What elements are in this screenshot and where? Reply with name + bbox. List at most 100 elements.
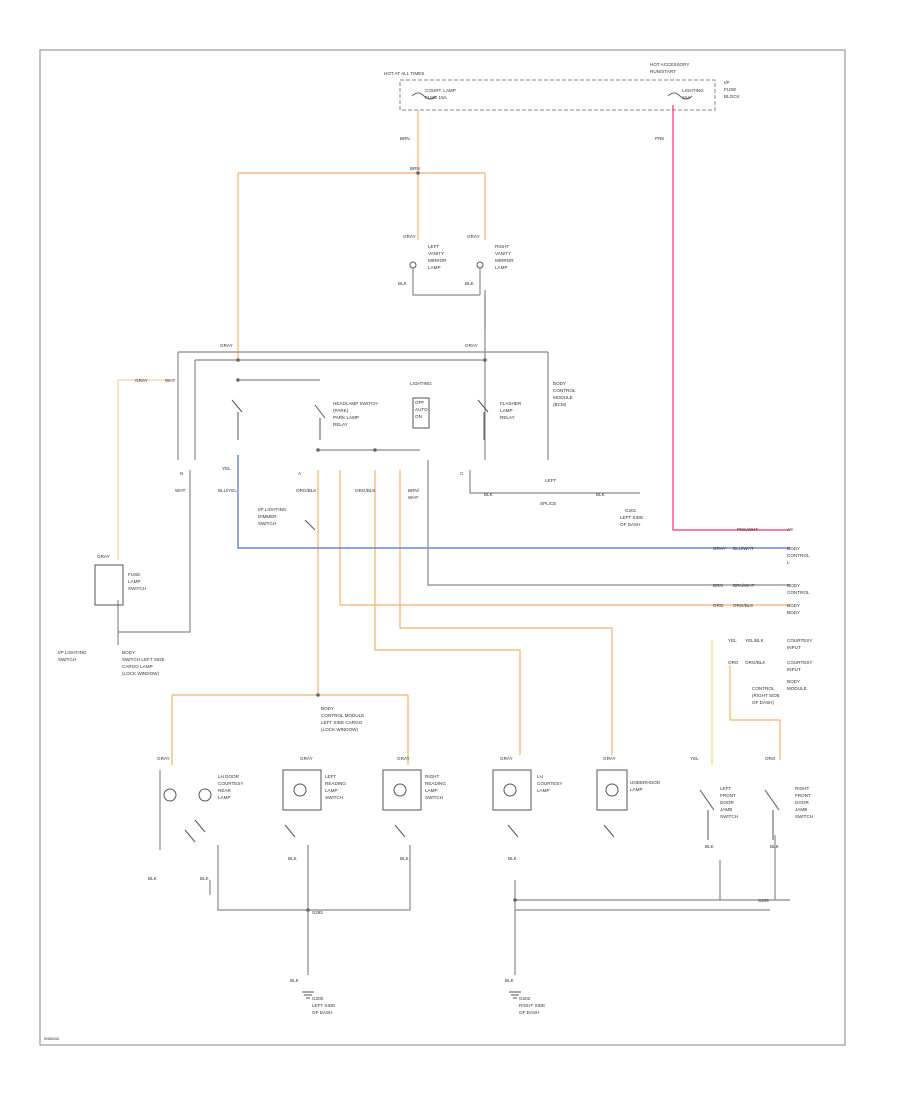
- svg-text:WHT: WHT: [165, 378, 176, 383]
- svg-text:SWITCH: SWITCH: [425, 795, 443, 800]
- svg-text:BODY: BODY: [553, 381, 566, 386]
- svg-text:HEADLAMP SWITCH: HEADLAMP SWITCH: [333, 401, 378, 406]
- svg-text:BODY: BODY: [787, 603, 800, 608]
- svg-text:10A: 10A: [682, 95, 691, 100]
- svg-text:LAMP: LAMP: [325, 788, 338, 793]
- svg-text:LAMP: LAMP: [537, 788, 550, 793]
- svg-text:CONTROL: CONTROL: [787, 590, 810, 595]
- svg-text:LEFT: LEFT: [325, 774, 336, 779]
- svg-text:YEL: YEL: [728, 638, 737, 643]
- svg-text:LAMP: LAMP: [428, 265, 441, 270]
- svg-text:A9: A9: [787, 527, 793, 532]
- svg-text:PNK/WHT: PNK/WHT: [737, 527, 758, 532]
- svg-text:FRONT: FRONT: [795, 793, 811, 798]
- svg-text:RIGHT SIDE: RIGHT SIDE: [519, 1003, 545, 1008]
- svg-text:GRAY: GRAY: [157, 756, 170, 761]
- svg-text:MODULE: MODULE: [787, 686, 807, 691]
- svg-text:RUN/START: RUN/START: [650, 69, 676, 74]
- svg-text:SWITCH: SWITCH: [258, 521, 276, 526]
- svg-text:RIGHT: RIGHT: [795, 786, 809, 791]
- svg-text:JAMB: JAMB: [720, 807, 732, 812]
- vanity-lamp-right: GRAY RIGHT VANITY MIRROR LAMP BLK: [465, 234, 514, 286]
- svg-text:VANITY: VANITY: [495, 251, 511, 256]
- svg-text:AUTO: AUTO: [415, 407, 428, 412]
- svg-text:BLK: BLK: [596, 492, 606, 497]
- svg-text:GRAY: GRAY: [300, 756, 313, 761]
- svg-text:RIGHT: RIGHT: [495, 244, 509, 249]
- svg-text:COURT. LAMP: COURT. LAMP: [425, 88, 456, 93]
- svg-text:YEL: YEL: [690, 756, 699, 761]
- svg-text:LAMP: LAMP: [128, 579, 141, 584]
- dimmer-switch: I/P LIGHTING DIMMER SWITCH: [258, 507, 316, 531]
- svg-text:LEFT SIDE CARGO: LEFT SIDE CARGO: [321, 720, 363, 725]
- svg-text:ORG: ORG: [765, 756, 776, 761]
- svg-text:REAR: REAR: [218, 788, 231, 793]
- svg-text:LAMP: LAMP: [500, 408, 513, 413]
- svg-text:VANITY: VANITY: [428, 251, 444, 256]
- svg-text:(PARK): (PARK): [333, 408, 349, 413]
- svg-text:SWITCH: SWITCH: [128, 586, 146, 591]
- svg-text:A: A: [298, 471, 302, 476]
- svg-text:INPUT: INPUT: [787, 645, 801, 650]
- svg-text:OF DASH: OF DASH: [620, 522, 640, 527]
- svg-text:JAMB: JAMB: [795, 807, 807, 812]
- svg-text:MIRROR: MIRROR: [495, 258, 514, 263]
- svg-text:I/P LIGHTING: I/P LIGHTING: [258, 507, 287, 512]
- lighting-relay: LIGHTING OFF AUTO ON: [410, 381, 432, 429]
- svg-text:CONTROL: CONTROL: [752, 686, 775, 691]
- svg-text:ORG/BLK: ORG/BLK: [296, 488, 317, 493]
- svg-text:GRAY: GRAY: [467, 234, 480, 239]
- svg-text:BRN/WHT: BRN/WHT: [733, 583, 755, 588]
- svg-text:BODY: BODY: [122, 650, 135, 655]
- svg-text:SWITCH: SWITCH: [720, 814, 738, 819]
- svg-text:I/P LIGHTING: I/P LIGHTING: [58, 650, 87, 655]
- svg-text:I/P: I/P: [724, 80, 730, 85]
- svg-text:GRAY: GRAY: [403, 234, 416, 239]
- gray-wires: [117, 290, 790, 975]
- wire-blue: [237, 455, 790, 549]
- ground-g202: BLK G202 RIGHT SIDE OF DASH: [505, 978, 545, 1015]
- svg-text:S205: S205: [758, 898, 769, 903]
- courtesy-switch-mid: HEADLAMP SWITCH (PARK) PARK LAMP RELAY: [314, 401, 378, 440]
- svg-text:BODY: BODY: [321, 706, 334, 711]
- svg-text:BLK: BLK: [290, 978, 300, 983]
- svg-text:DIMMER: DIMMER: [258, 514, 277, 519]
- svg-text:ON: ON: [415, 414, 422, 419]
- svg-text:GRAY: GRAY: [135, 378, 148, 383]
- svg-text:BODY: BODY: [787, 610, 800, 615]
- wire-pink: [672, 105, 790, 531]
- svg-text:FUSE: FUSE: [128, 572, 140, 577]
- svg-text:BLK: BLK: [148, 876, 158, 881]
- door-switch-right: ORG RIGHT FRONT DOOR JAMB SWITCH BLK: [764, 756, 813, 849]
- svg-text:COURTESY: COURTESY: [787, 660, 812, 665]
- svg-text:HOT ACCESSORY: HOT ACCESSORY: [650, 62, 689, 67]
- svg-text:SPLICE: SPLICE: [540, 501, 556, 506]
- wire-orange-mid-4: [399, 470, 613, 755]
- svg-text:GRAY: GRAY: [220, 343, 233, 348]
- svg-text:LEFT: LEFT: [428, 244, 439, 249]
- svg-text:LH: LH: [537, 774, 543, 779]
- wire-orange-mid-3: [374, 470, 521, 755]
- svg-text:G201: G201: [625, 508, 637, 513]
- svg-text:READING: READING: [325, 781, 346, 786]
- svg-text:LIGHTING: LIGHTING: [682, 88, 704, 93]
- orange-wires: [117, 110, 790, 765]
- svg-text:BLK: BLK: [484, 492, 494, 497]
- svg-text:BLK: BLK: [508, 856, 518, 861]
- svg-text:(LOCK WINDOW): (LOCK WINDOW): [122, 671, 159, 676]
- svg-text:RIGHT: RIGHT: [425, 774, 439, 779]
- svg-text:G202: G202: [519, 996, 531, 1001]
- svg-text:FRONT: FRONT: [720, 793, 736, 798]
- svg-text:BLK: BLK: [398, 281, 408, 286]
- svg-text:BLK: BLK: [288, 856, 298, 861]
- svg-text:G200: G200: [312, 996, 324, 1001]
- svg-text:BLU/WHT: BLU/WHT: [733, 546, 754, 551]
- svg-text:LEFT: LEFT: [545, 478, 556, 483]
- svg-text:CARGO LAMP: CARGO LAMP: [122, 664, 153, 669]
- svg-text:HOT AT ALL TIMES: HOT AT ALL TIMES: [384, 71, 424, 76]
- svg-text:PNK: PNK: [655, 136, 665, 141]
- svg-text:BODY: BODY: [787, 583, 800, 588]
- svg-text:SWITCH: SWITCH: [325, 795, 343, 800]
- svg-text:LAMP: LAMP: [495, 265, 508, 270]
- svg-text:LH DOOR: LH DOOR: [218, 774, 240, 779]
